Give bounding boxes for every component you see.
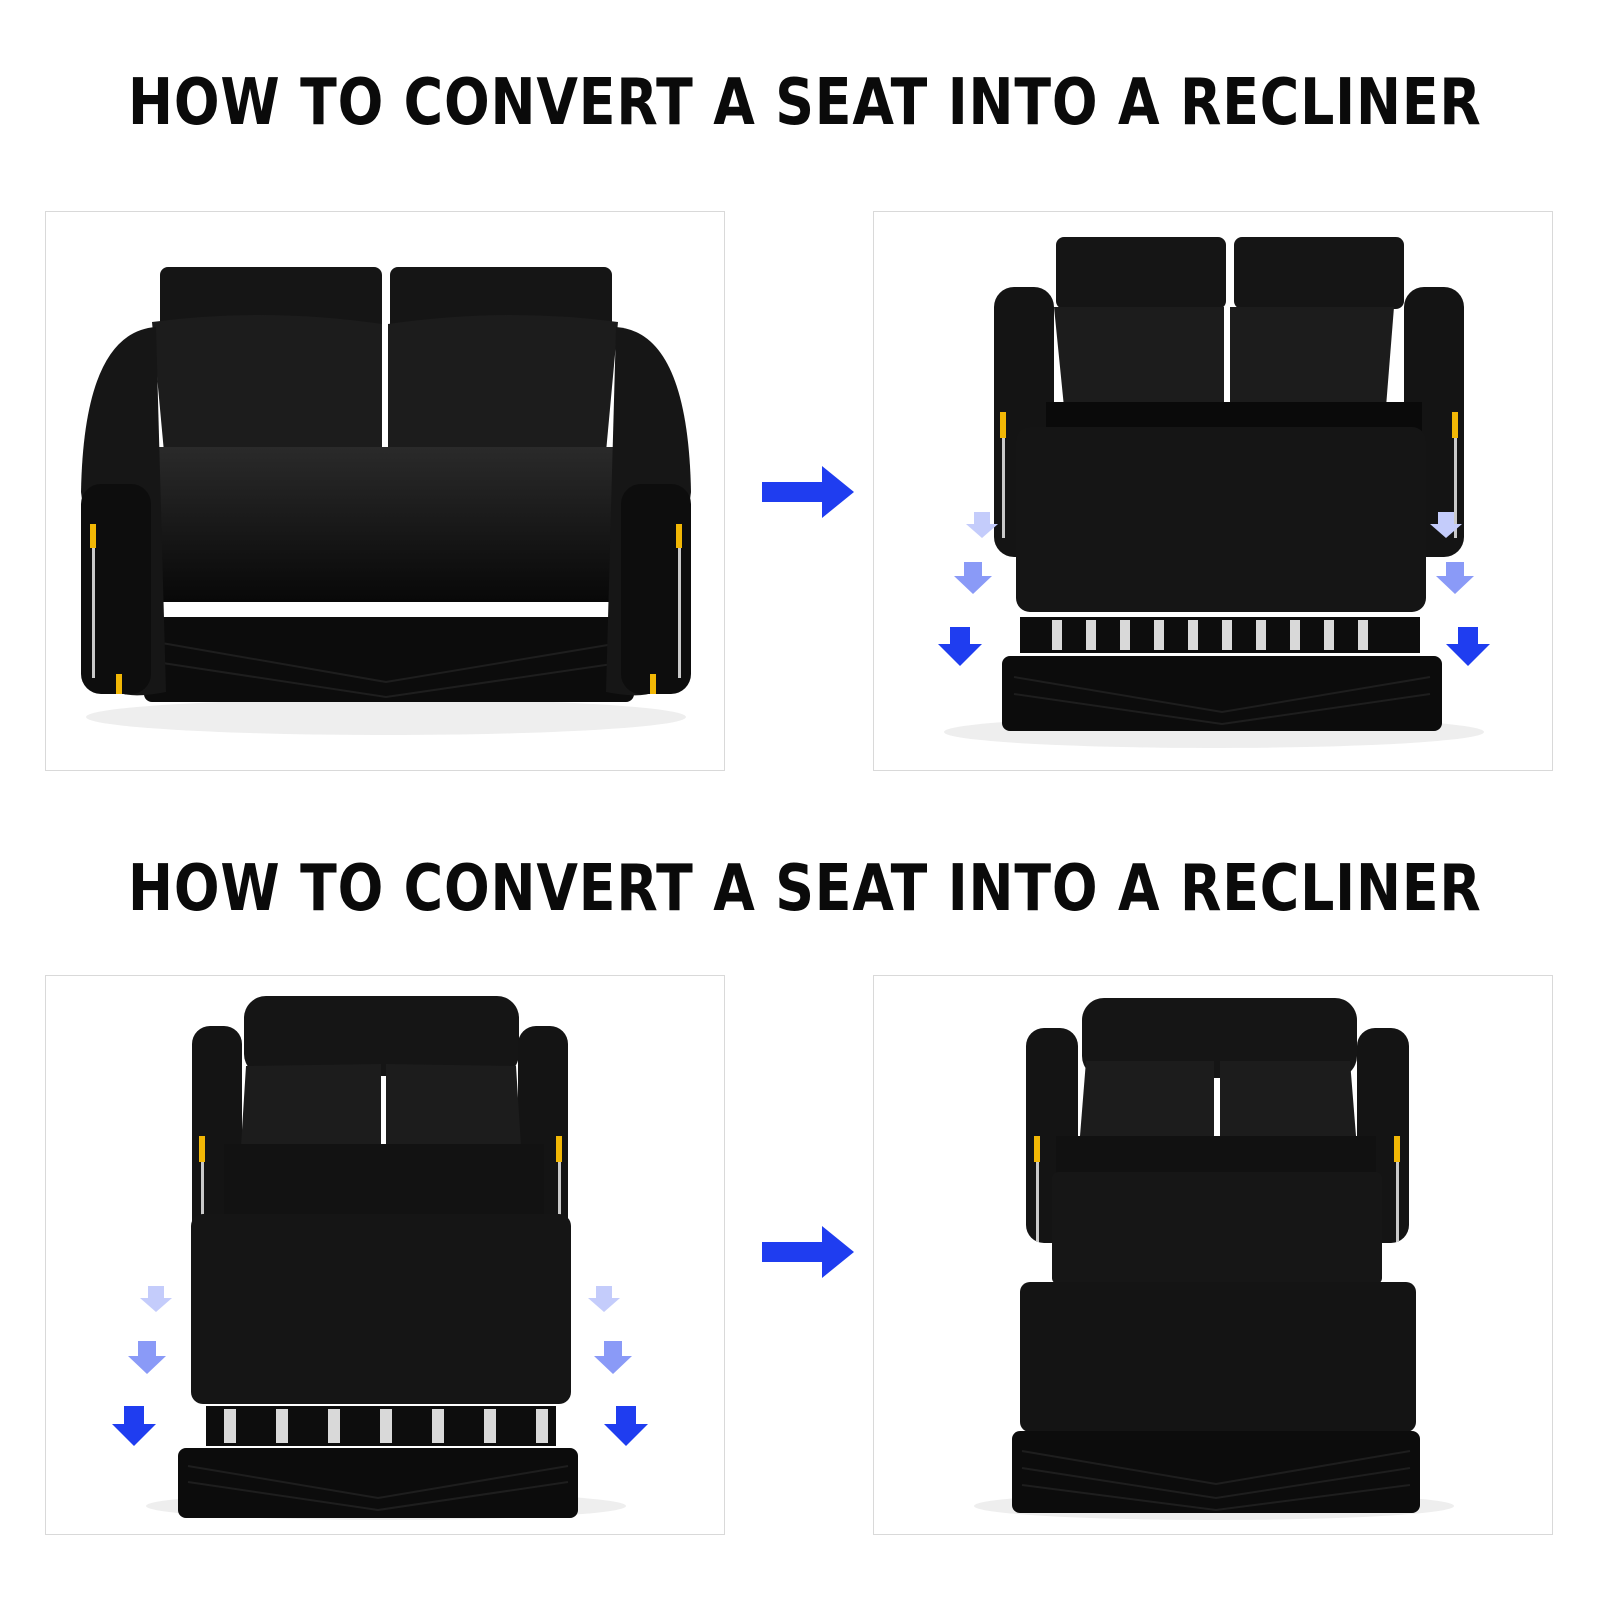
sofa-bed-flat-illustration [974,998,1454,1520]
step-panel-sofa-pull-out [873,211,1553,771]
pull-direction-arrows-right [588,1286,648,1446]
sofa-seated-illustration [81,267,691,735]
pull-direction-arrows-right [1430,512,1490,666]
sofa-extending-illustration [112,996,648,1520]
step-panel-sofa-seated [45,211,725,771]
next-step-arrow-icon [762,1226,854,1278]
next-step-arrow-icon [762,466,854,518]
section-title: HOW TO CONVERT A SEAT INTO A RECLINER [128,852,1482,926]
pull-direction-arrows-left [112,1286,172,1446]
sofa-pull-out-illustration [938,237,1490,748]
step-panel-sofa-extending [45,975,725,1535]
step-panel-sofa-bed-flat [873,975,1553,1535]
section-title: HOW TO CONVERT A SEAT INTO A RECLINER [128,66,1482,140]
pull-direction-arrows-left [938,512,998,666]
